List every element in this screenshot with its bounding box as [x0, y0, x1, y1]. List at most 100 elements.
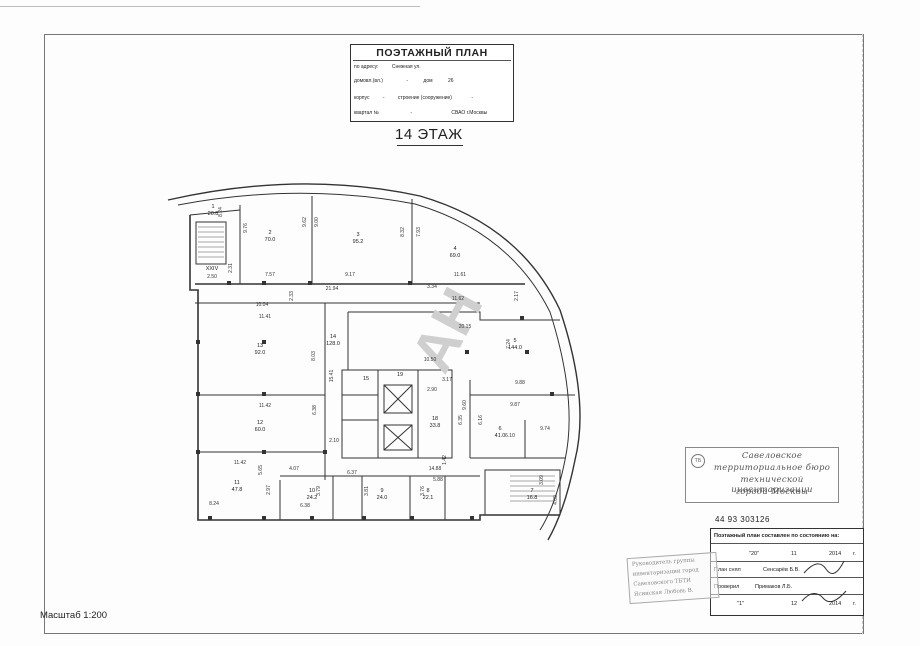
dimension-label: 20.15 — [459, 324, 472, 330]
bti-seal-icon: ТБ — [691, 454, 705, 468]
date1-year-suffix: г. — [853, 551, 856, 557]
house-value: - — [406, 78, 409, 84]
dimension-label: 5.88 — [433, 477, 443, 483]
room-number: 7 — [530, 488, 533, 494]
core-block — [341, 369, 453, 459]
dimension-label: 3.09 — [539, 475, 545, 485]
title-block: ПОЭТАЖНЫЙ ПЛАН по адресу: Снежная ул. до… — [350, 44, 514, 122]
title-divider — [353, 60, 511, 61]
dimension-label: 3.34 — [427, 284, 437, 290]
dimension-label: 4.07 — [289, 466, 299, 472]
columns — [196, 281, 554, 520]
dimension-label: 6.38 — [312, 405, 318, 415]
dimension-label: 4.09 — [553, 495, 559, 505]
date1-month: 11 — [791, 551, 797, 557]
dimension-label: 2.97 — [266, 485, 272, 495]
address-row: по адресу: Снежная ул. — [354, 64, 421, 70]
address-value: Снежная ул. — [391, 64, 421, 70]
sheet-frame — [44, 34, 864, 634]
room-number: 8 — [426, 488, 429, 494]
room-number: 9 — [380, 488, 383, 494]
compiled-divider-4 — [711, 594, 863, 595]
date2-year: 2014 — [829, 601, 842, 607]
dimension-label: 9.17 — [345, 272, 355, 278]
dimension-label: 9.60 — [462, 400, 468, 410]
wall-top-left — [189, 209, 241, 216]
dimension-label: 2.10 — [329, 438, 339, 444]
room-number: 10 — [309, 488, 315, 494]
dimension-label: 3.81 — [364, 486, 370, 496]
compiled-divider-1 — [711, 543, 863, 544]
room-area: 24.0 — [377, 495, 388, 501]
room-area: 95.2 — [353, 239, 364, 245]
room-number: 15 — [363, 376, 369, 382]
room-number: 3 — [356, 232, 359, 238]
dom-label: дом — [423, 78, 433, 84]
outline-walls — [189, 215, 560, 521]
room-number: 1 — [211, 204, 214, 210]
dimension-label: 3.17 — [442, 377, 452, 383]
rect-stamp-line-1: Руководитель группы — [631, 557, 696, 568]
compiled-table: Поэтажный план составлен по состоянию на… — [710, 528, 864, 616]
dimension-label: 9.00 — [314, 217, 320, 227]
date1-day: "20" — [749, 551, 760, 557]
dimension-label: 2.17 — [514, 291, 520, 301]
signature-icon — [801, 560, 847, 603]
house-label: домовл.(вл.) — [354, 78, 383, 84]
room-area: 41.0 — [495, 433, 506, 439]
dimension-label: 9.62 — [302, 217, 308, 227]
room-area: 24.2 — [307, 495, 318, 501]
room-number: 19 — [397, 372, 403, 378]
dimension-label: 9.74 — [540, 426, 550, 432]
stroenie-label: строение (сооружение) — [397, 95, 452, 101]
house-row: домовл.(вл.) - дом 26 — [354, 78, 454, 84]
elevator-2 — [383, 424, 413, 451]
korpus-label: корпус — [354, 95, 370, 101]
dimension-label: 2.90 — [427, 387, 437, 393]
address-label: по адресу: — [354, 64, 379, 70]
bti-line-4: города Москвы — [735, 487, 809, 497]
room-area: 60.0 — [255, 427, 266, 433]
bti-line-2: территориальное бюро — [713, 463, 831, 473]
bti-stamp: ТБ Савеловское территориальное бюро техн… — [685, 447, 839, 503]
room-area: 69.0 — [450, 253, 461, 259]
room-number: 18 — [432, 416, 438, 422]
facade-curve-inner — [177, 192, 570, 531]
inventory-number: 44 93 303126 — [715, 515, 770, 524]
elevator-2-x2 — [383, 424, 413, 451]
room-area: 128.0 — [326, 341, 340, 347]
dimension-label: 2.50 — [207, 274, 217, 280]
floor-label-text: 14 ЭТАЖ — [395, 126, 463, 143]
dimension-label: 9.88 — [515, 380, 525, 386]
rect-stamp: Руководитель группы инвентаризации город… — [626, 551, 720, 605]
stair-left — [195, 221, 227, 265]
dimension-label: 21.94 — [326, 286, 339, 292]
korpus-value: - — [382, 95, 385, 101]
room-area: 33.8 — [430, 423, 441, 429]
dimension-label: 9.76 — [243, 223, 249, 233]
compiled-divider-2 — [711, 561, 863, 562]
district-value: СВАО г.Москвы — [451, 110, 488, 116]
dimension-label: 7.57 — [265, 272, 275, 278]
kvartal-value: - — [410, 110, 412, 116]
dom-value: 26 — [447, 78, 454, 84]
room-number: 14 — [330, 334, 336, 340]
dimension-label: 3.76 — [420, 486, 426, 496]
dimension-label: 6.10 — [505, 433, 515, 439]
dimension-label: 14.88 — [429, 466, 442, 472]
dimension-label: 7.93 — [416, 227, 422, 237]
elevator-1-x2 — [383, 384, 413, 414]
room-number: 13 — [257, 343, 263, 349]
dimension-label: 7.24 — [506, 339, 512, 349]
stroenie-value: - — [471, 95, 474, 101]
scale-label: Масштаб 1:200 — [40, 610, 108, 621]
stair-room-7 — [484, 469, 561, 516]
dimension-label: 8.24 — [209, 501, 219, 507]
plan-taken-name: Сенсарёв Б.В. — [763, 567, 800, 573]
dimension-label: 10.04 — [256, 302, 269, 308]
kvartal-row: квартал № - СВАО г.Москвы — [354, 110, 487, 116]
room-number: 4 — [453, 246, 456, 252]
dimension-label: 6.16 — [478, 415, 484, 425]
date2-month: 12 — [791, 601, 798, 607]
